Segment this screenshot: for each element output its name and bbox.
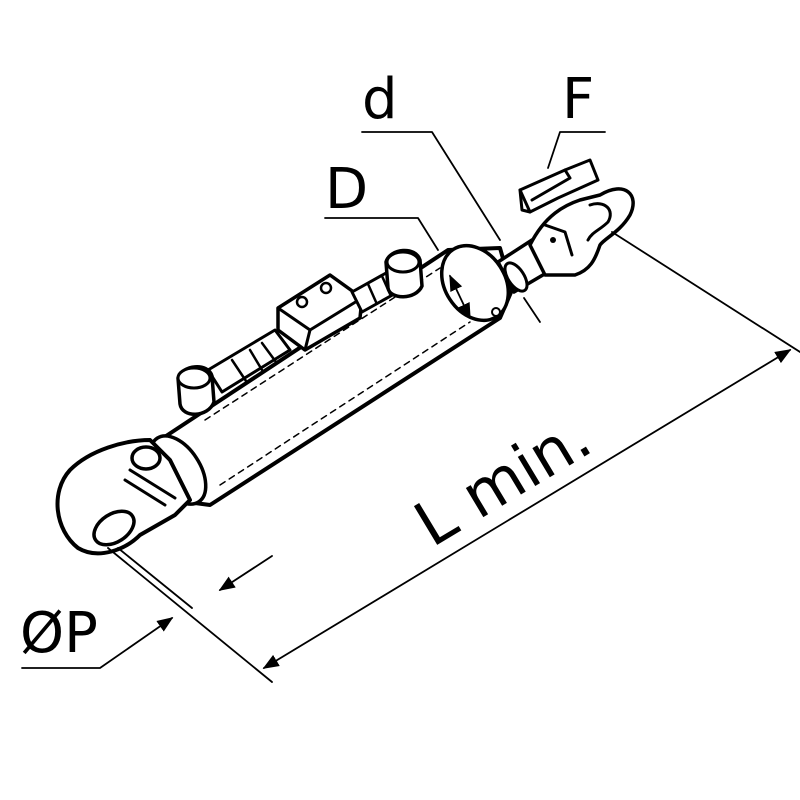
dimension-f xyxy=(547,131,606,169)
dimension-P xyxy=(21,547,273,669)
hose-fitting-front xyxy=(350,248,424,314)
dimension-d xyxy=(361,131,541,323)
label-d: d xyxy=(362,67,398,132)
dimension-L xyxy=(107,231,800,683)
hook-coupler xyxy=(518,158,635,277)
label-L-min: L min. xyxy=(402,400,603,561)
valve-block xyxy=(276,273,364,352)
label-F: F xyxy=(562,67,594,132)
label-D: D xyxy=(325,157,368,222)
dimension-D xyxy=(324,217,471,320)
label-P: ØP xyxy=(20,601,98,666)
rear-eye-mount xyxy=(55,438,192,556)
